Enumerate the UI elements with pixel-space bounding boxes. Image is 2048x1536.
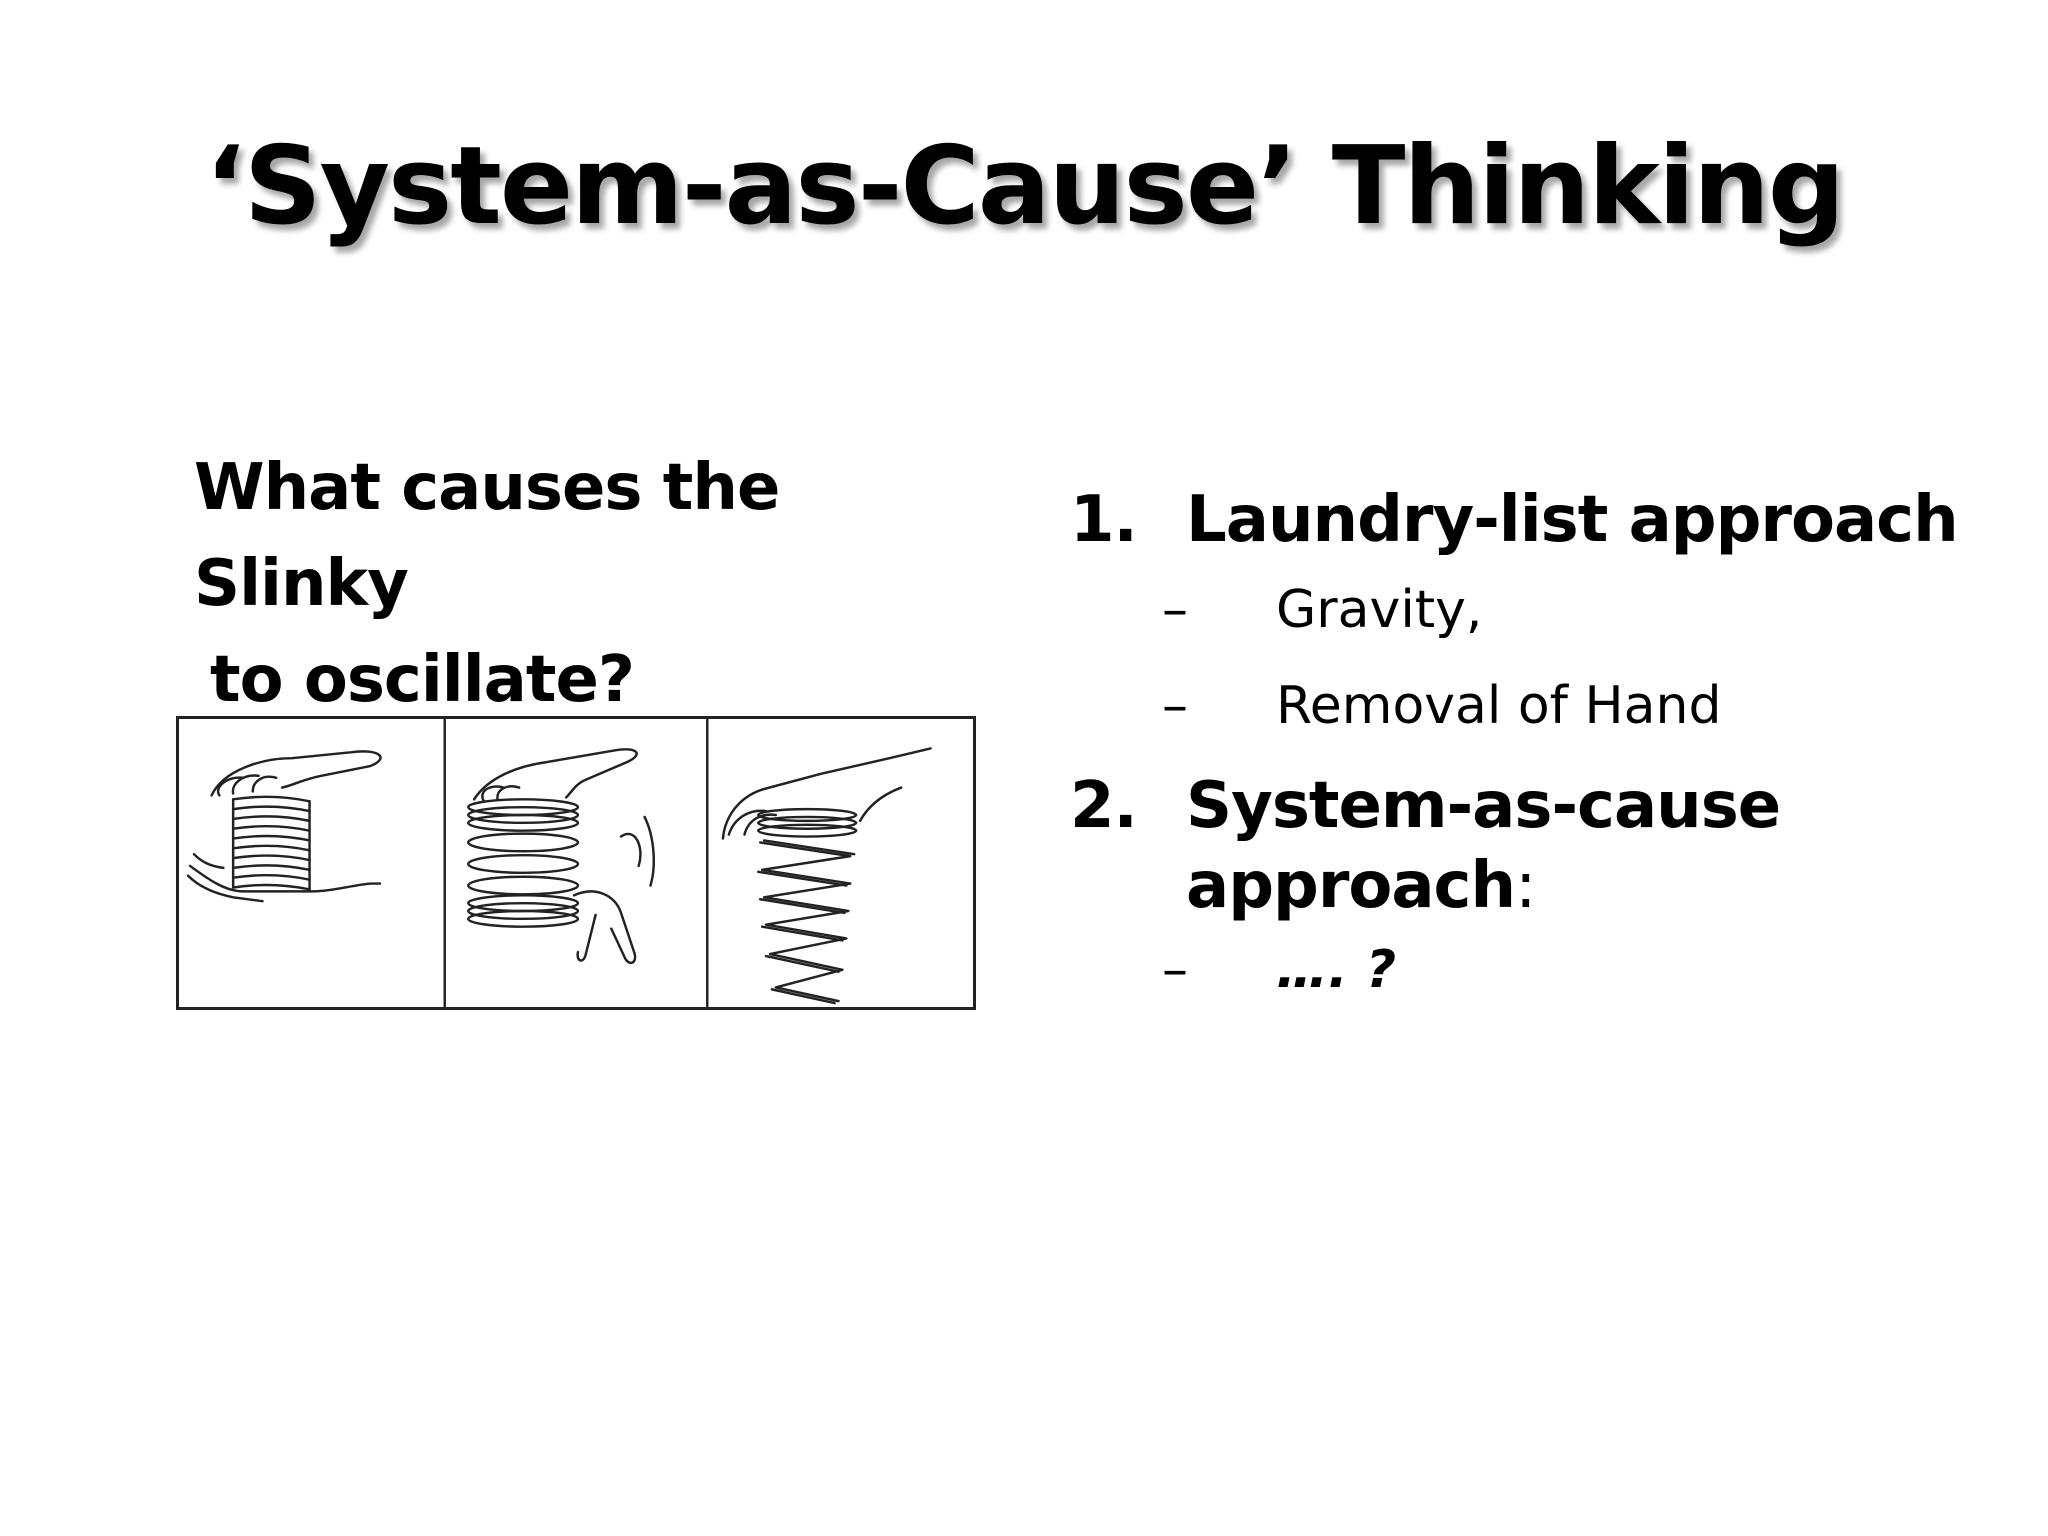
question-line-1: What causes the Slinky	[194, 451, 780, 621]
list-item-label: Laundry-list approach	[1186, 480, 2030, 560]
subitem-text: …. ?	[1276, 940, 1397, 1000]
falling-coils	[467, 798, 580, 928]
dash-bullet: –	[1162, 676, 1188, 736]
slinky-illustration	[176, 716, 976, 1010]
list-item-text: Laundry-list approach	[1186, 483, 1959, 557]
panel-released-slinky	[467, 748, 655, 965]
question-line-2: to oscillate?	[210, 643, 635, 717]
subitem-removal-of-hand: – Removal of Hand	[1070, 662, 2030, 758]
list-item-suffix: :	[1515, 849, 1537, 923]
list-number: 2.	[1070, 769, 1138, 843]
approach-list: 1. Laundry-list approach – Gravity, – Re…	[1070, 480, 2030, 1022]
dash-bullet: –	[1162, 940, 1188, 1000]
slide-title: ‘System-as-Cause’ Thinking	[204, 124, 1845, 249]
list-item-label: System-as-cause approach:	[1186, 766, 2030, 926]
list-item-laundry-list: 1. Laundry-list approach	[1070, 480, 2030, 560]
question-text: What causes the Slinky to oscillate?	[194, 440, 994, 728]
subitem-ellipsis: – …. ?	[1070, 926, 2030, 1022]
panel-oscillating-slinky	[721, 747, 932, 1005]
dash-bullet: –	[1162, 580, 1188, 640]
oscillating-coils	[756, 807, 858, 1005]
list-number: 1.	[1070, 483, 1138, 557]
subitem-text: Removal of Hand	[1276, 676, 1722, 736]
subitem-gravity: – Gravity,	[1070, 566, 2030, 662]
slinky-drawing	[186, 719, 932, 1007]
subitem-text: Gravity,	[1276, 580, 1483, 640]
panel-compressed-slinky	[186, 750, 382, 903]
compressed-coils	[231, 795, 311, 891]
list-item-system-as-cause: 2. System-as-cause approach:	[1070, 766, 2030, 926]
list-item-text: System-as-cause approach	[1186, 769, 1781, 923]
